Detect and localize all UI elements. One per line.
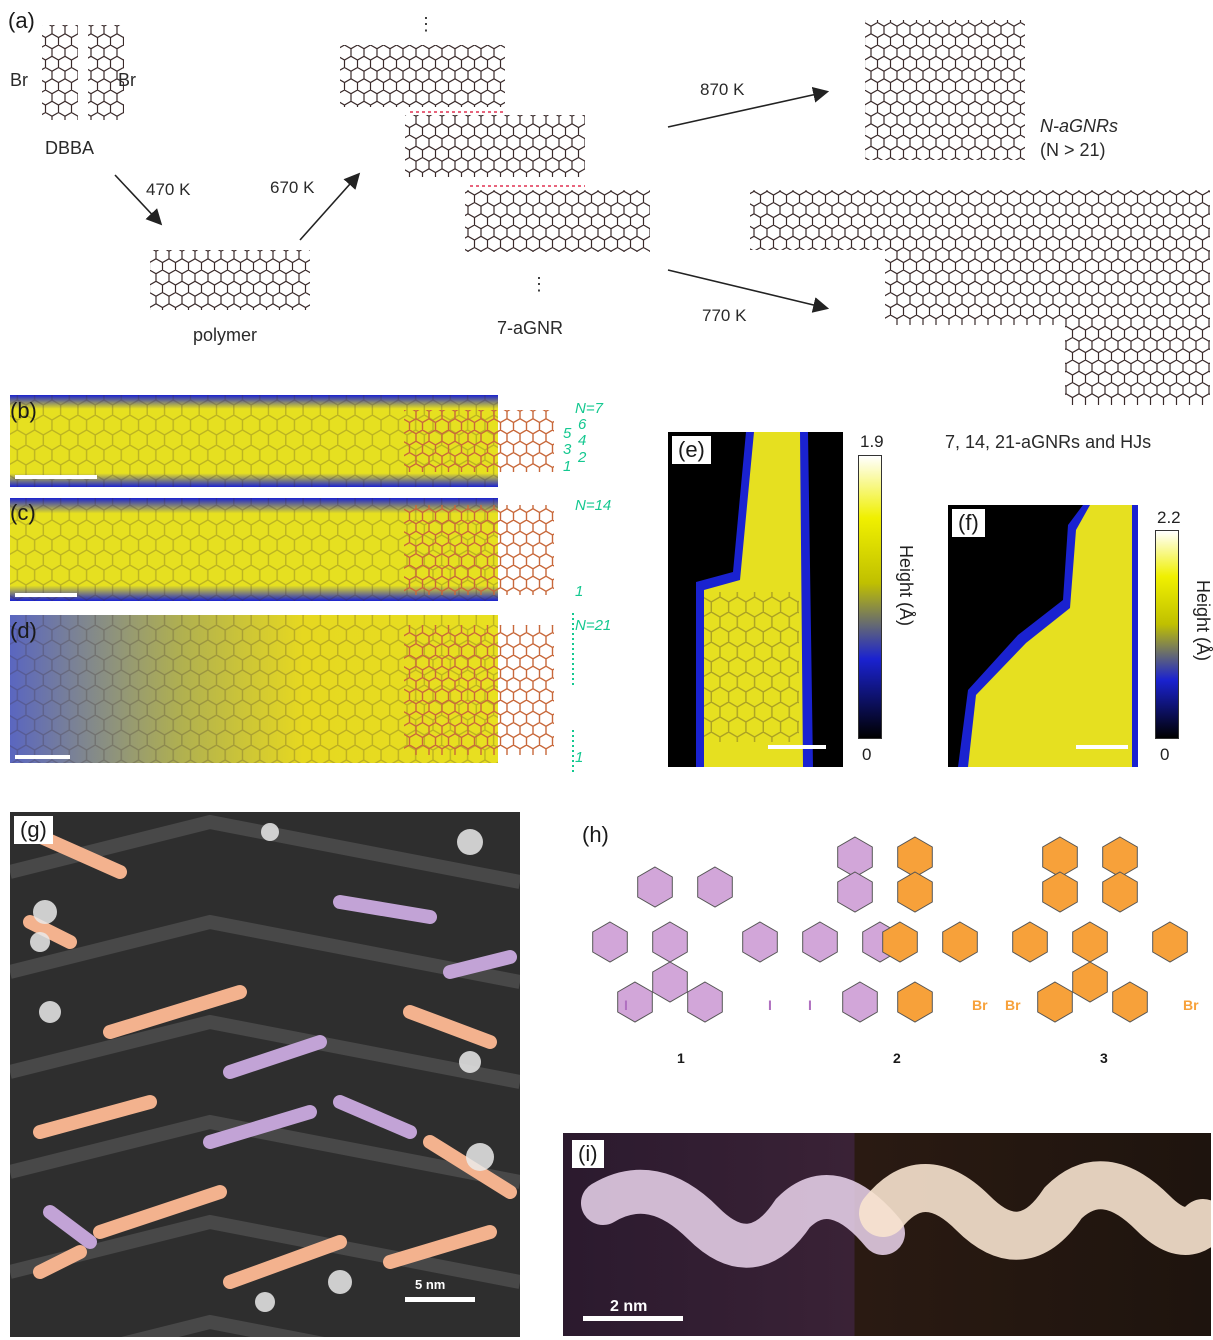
panel-f-label: (f) [952, 509, 985, 537]
panel-g-label: (g) [14, 816, 53, 844]
panel-i-scale: 2 nm [610, 1298, 648, 1315]
panel-b-row-2: 2 [578, 449, 587, 466]
n-condition-label: (N > 21) [1040, 140, 1106, 160]
panel-h-label: (h) [582, 822, 609, 847]
panel-f-cb-min: 0 [1160, 745, 1170, 764]
svg-text:⋮: ⋮ [417, 14, 435, 34]
panel-e-cb-title: Height (Å) [896, 545, 916, 627]
panel-f-cb-title: Height (Å) [1193, 580, 1213, 662]
temp-670-label: 670 K [270, 178, 315, 197]
panels-bcd-images [10, 395, 574, 775]
panel-b-row-6: 6 [578, 416, 587, 433]
panel-c-n-top: N=14 [575, 497, 612, 514]
panel-d-n-bottom: 1 [575, 749, 584, 766]
panel-c-label: (c) [10, 500, 36, 525]
panel-g-scale: 5 nm [415, 1277, 446, 1292]
panel-b-n-top: N=7 [575, 400, 603, 417]
polymer-structure [150, 250, 310, 310]
svg-text:⋮: ⋮ [530, 274, 548, 294]
mol3-bromine-left: Br [1005, 997, 1021, 1013]
panel-b-label: (b) [10, 398, 37, 423]
hj-caption: 7, 14, 21-aGNRs and HJs [945, 432, 1152, 452]
panel-b-row-5: 5 [563, 425, 572, 442]
panel-b-row-4: 4 [578, 432, 587, 449]
panel-i-image [563, 1133, 1211, 1336]
panel-e-colorbar [858, 455, 882, 739]
polymer-label: polymer [193, 325, 258, 345]
panel-a-label: (a) [8, 8, 35, 33]
panel-b-row-1: 1 [563, 458, 572, 475]
n-agnr-structure [865, 20, 1025, 160]
panel-b-row-3: 3 [563, 441, 572, 458]
mol1-iodine-right: I [768, 997, 772, 1013]
dbba-label: DBBA [45, 138, 95, 158]
br-right-label: Br [118, 70, 136, 90]
mol2-bromine: Br [972, 997, 988, 1013]
heterojunction-structure [750, 190, 1210, 405]
br-left-label: Br [10, 70, 28, 90]
panel-c-n-bottom: 1 [575, 583, 584, 600]
panel-d-label: (d) [10, 618, 37, 643]
n-agnrs-label: N-aGNRs [1040, 116, 1119, 136]
molecule-2 [802, 836, 978, 1023]
temp-770-label: 770 K [702, 306, 747, 325]
panel-f-image [948, 505, 1138, 767]
panel-e-label: (e) [672, 436, 711, 464]
temp-470-label: 470 K [146, 180, 191, 199]
panel-a-scheme: ⋮ ⋮ [42, 14, 1210, 405]
panel-f-colorbar [1155, 530, 1179, 739]
dbba-molecule [42, 25, 124, 120]
panel-h-molecules [592, 836, 1188, 1023]
mol3-bromine-right: Br [1183, 997, 1199, 1013]
mol3-number: 3 [1100, 1050, 1108, 1066]
agnr7-structure: ⋮ ⋮ [340, 14, 650, 294]
panel-i-label: (i) [572, 1140, 604, 1168]
panel-g-image [10, 812, 520, 1337]
panel-f-cb-max: 2.2 [1157, 508, 1181, 527]
panel-d-n-top: N=21 [575, 617, 612, 634]
molecule-3 [1012, 836, 1188, 1023]
molecule-1 [592, 866, 778, 1023]
mol2-number: 2 [893, 1050, 901, 1066]
agnr7-label: 7-aGNR [497, 318, 564, 338]
panel-e-image [668, 432, 843, 767]
mol2-iodine: I [808, 997, 812, 1013]
panel-e-cb-min: 0 [862, 745, 872, 764]
mol1-iodine-left: I [624, 997, 628, 1013]
mol1-number: 1 [677, 1050, 685, 1066]
panel-e-cb-max: 1.9 [860, 432, 884, 451]
temp-870-label: 870 K [700, 80, 745, 99]
